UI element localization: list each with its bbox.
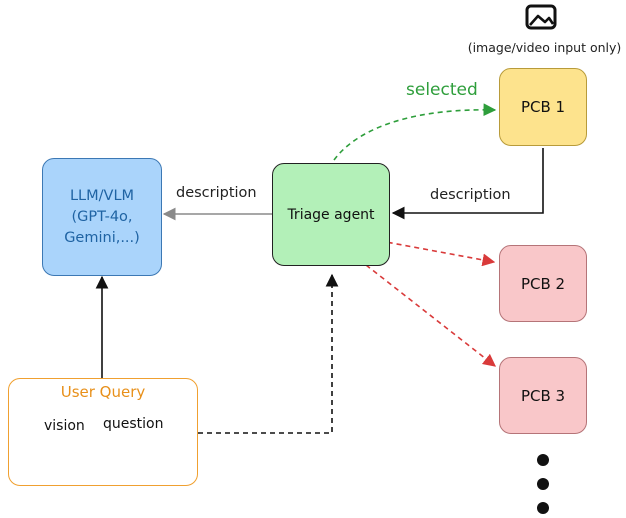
pcb-2-label: PCB 2	[520, 274, 566, 293]
image-input-note: (image/video input only)	[467, 40, 622, 55]
llm-line-1: LLM/VLM	[69, 187, 135, 204]
user-query-node	[8, 378, 198, 486]
triage-agent-label: Triage agent	[287, 206, 375, 223]
ellipsis-dot	[537, 478, 549, 490]
selected-label: selected	[406, 80, 478, 100]
llm-line-2: (GPT-4o,	[71, 208, 133, 225]
user-query-title: User Query	[60, 383, 146, 401]
pcb-2-node: PCB 2	[499, 245, 587, 322]
llm-vlm-node: LLM/VLM (GPT-4o, Gemini,...)	[42, 158, 162, 276]
pcb-3-node: PCB 3	[499, 357, 587, 434]
arrow-query-to-triage	[198, 273, 339, 434]
ellipsis-dot	[537, 502, 549, 514]
triage-agent-node: Triage agent	[272, 163, 390, 266]
vision-label: vision	[44, 418, 85, 434]
pcb-1-label: PCB 1	[520, 98, 566, 116]
arrow-pcb1-to-triage	[391, 148, 544, 220]
llm-line-3: Gemini,...)	[64, 229, 140, 246]
ellipsis-dot	[537, 454, 549, 466]
arrow-triage-to-pcb2	[369, 238, 496, 267]
arrow-triage-to-pcb3	[365, 264, 497, 367]
description-label-left: description	[176, 185, 257, 201]
description-label-right: description	[430, 187, 511, 203]
pcb-3-label: PCB 3	[520, 386, 566, 405]
question-label: question	[103, 416, 164, 432]
pcb-1-node: PCB 1	[499, 68, 587, 146]
image-icon	[525, 4, 557, 30]
arrow-selected-to-pcb1	[333, 103, 497, 161]
